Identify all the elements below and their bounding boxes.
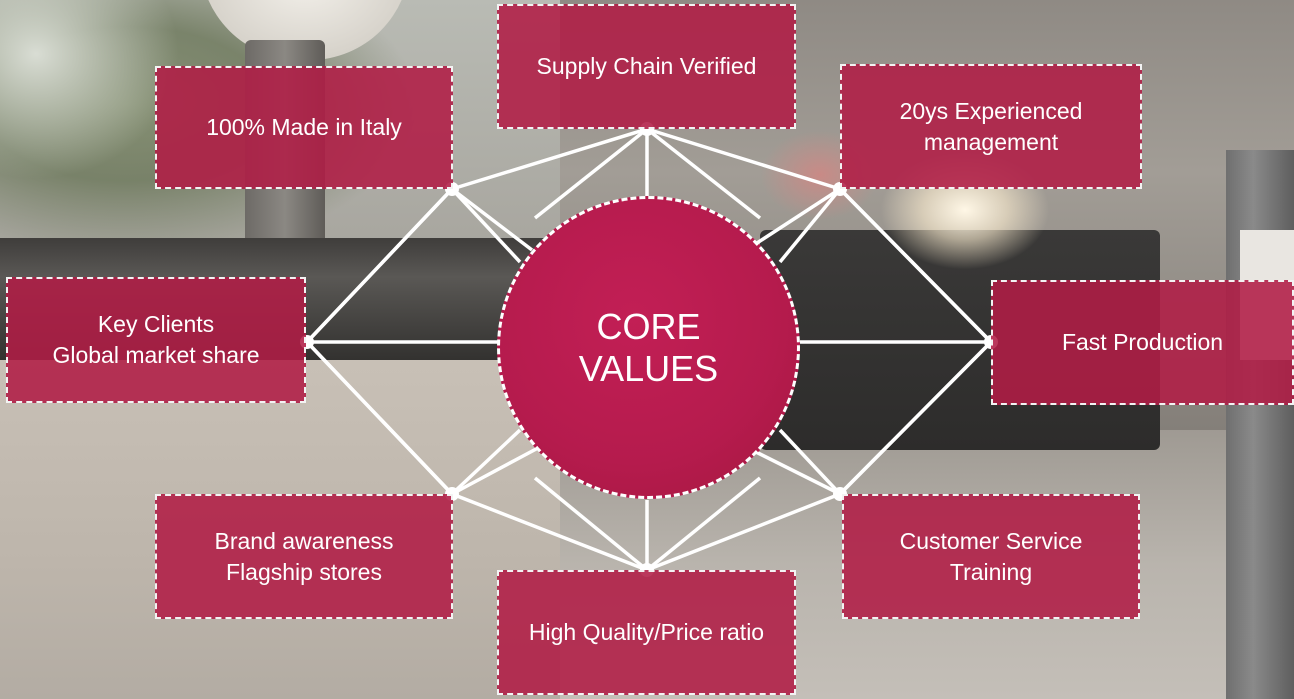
value-experienced-management: 20ys Experienced management <box>840 64 1142 189</box>
value-line: management <box>900 127 1083 158</box>
value-line: Key Clients <box>52 309 259 340</box>
value-made-in-italy: 100% Made in Italy <box>155 66 453 189</box>
value-quality-price: High Quality/Price ratio <box>497 570 796 695</box>
value-supply-chain: Supply Chain Verified <box>497 4 796 129</box>
value-line: Global market share <box>52 340 259 371</box>
value-customer-service: Customer Service Training <box>842 494 1140 619</box>
core-line-2: VALUES <box>579 348 718 390</box>
value-line: Fast Production <box>1062 327 1223 358</box>
value-line: Training <box>900 557 1083 588</box>
value-line: Customer Service <box>900 526 1083 557</box>
value-key-clients: Key Clients Global market share <box>6 277 306 403</box>
value-line: Supply Chain Verified <box>537 51 757 82</box>
value-line: 20ys Experienced <box>900 96 1083 127</box>
core-line-1: CORE <box>596 306 700 348</box>
value-fast-production: Fast Production <box>991 280 1294 405</box>
value-line: Flagship stores <box>215 557 394 588</box>
value-line: 100% Made in Italy <box>206 112 402 143</box>
value-line: Brand awareness <box>215 526 394 557</box>
value-brand-awareness: Brand awareness Flagship stores <box>155 494 453 619</box>
core-values-circle: CORE VALUES <box>497 196 800 499</box>
value-line: High Quality/Price ratio <box>529 617 764 648</box>
